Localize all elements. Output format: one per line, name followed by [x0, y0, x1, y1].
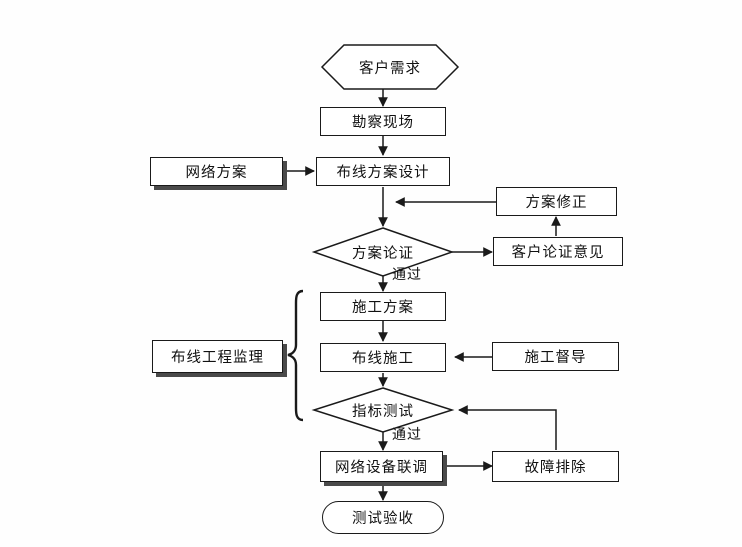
node-fault-removal[interactable]: 故障排除	[492, 451, 619, 482]
node-construction-plan[interactable]: 施工方案	[320, 292, 446, 321]
node-customer-requirement[interactable]	[322, 45, 458, 89]
edge-fault-to-test	[458, 405, 557, 450]
node-index-test[interactable]	[314, 388, 452, 432]
node-plan-review[interactable]	[314, 228, 452, 276]
grouping-brace	[287, 289, 304, 422]
node-test-acceptance[interactable]: 测试验收	[322, 501, 444, 534]
node-construction-oversight[interactable]: 施工督导	[492, 342, 619, 371]
node-cabling-construction[interactable]: 布线施工	[320, 343, 446, 372]
node-plan-revision[interactable]: 方案修正	[496, 187, 617, 216]
node-network-plan[interactable]: 网络方案	[150, 157, 283, 186]
node-cabling-supervision[interactable]: 布线工程监理	[152, 340, 283, 373]
node-site-survey[interactable]: 勘察现场	[320, 107, 446, 136]
node-customer-opinion[interactable]: 客户论证意见	[493, 237, 623, 266]
edge-label-index-test-pass: 通过	[392, 427, 422, 443]
node-cabling-design[interactable]: 布线方案设计	[316, 157, 450, 186]
edge-label-plan-review-pass: 通过	[392, 267, 422, 283]
shape-customer-requirement	[320, 44, 460, 90]
node-network-commissioning[interactable]: 网络设备联调	[320, 451, 443, 482]
